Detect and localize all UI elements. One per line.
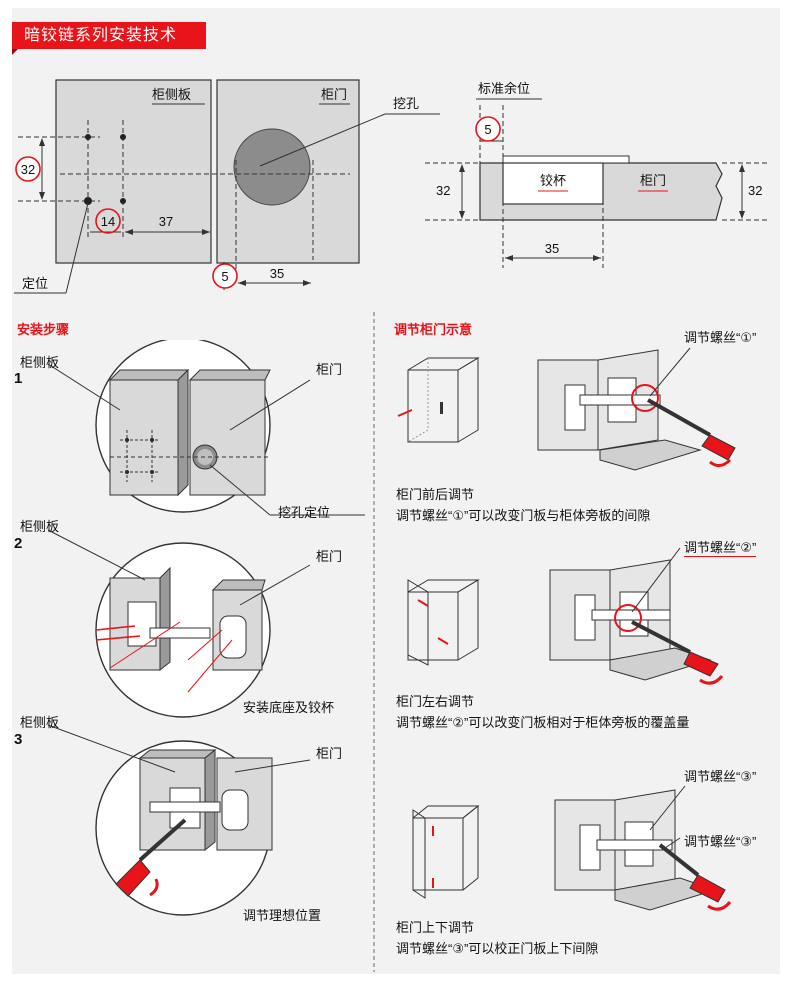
screw1-label: 调节螺丝“①” bbox=[684, 330, 757, 345]
adjust2-caption: 柜门左右调节 bbox=[396, 694, 475, 709]
section-door-label: 柜门 bbox=[640, 173, 666, 188]
screw2-label: 调节螺丝“②” bbox=[684, 537, 757, 557]
cup-hole bbox=[233, 128, 311, 206]
door-box-2 bbox=[407, 579, 480, 666]
dim-32-text: 32 bbox=[21, 162, 35, 177]
standard-margin-label: 标准余位 bbox=[478, 81, 530, 96]
step3-side-label: 柜侧板 bbox=[20, 715, 60, 730]
screw3-label: 调节螺丝“③” bbox=[684, 769, 757, 784]
screw3-label-2: 调节螺丝“③” bbox=[684, 834, 757, 849]
side-panel-label: 柜侧板 bbox=[152, 87, 191, 102]
dim-14-text: 14 bbox=[101, 214, 115, 229]
cup-top-plate bbox=[502, 155, 630, 164]
step3-number: 3 bbox=[14, 731, 23, 748]
cup-recess bbox=[502, 162, 604, 205]
locate-label: 定位 bbox=[22, 276, 48, 291]
adjust-diagrams bbox=[397, 347, 736, 911]
hinge-figure-2 bbox=[549, 547, 724, 685]
section-dim-5-text: 5 bbox=[484, 122, 491, 137]
hole-label: 挖孔 bbox=[393, 96, 419, 111]
adjust1-caption: 柜门前后调节 bbox=[396, 487, 475, 502]
hinge-figure-1 bbox=[537, 347, 736, 471]
section-dim-32-right: 32 bbox=[748, 183, 762, 198]
hinge-figure-3 bbox=[554, 785, 732, 911]
step1-door-label: 柜门 bbox=[316, 362, 343, 377]
step2-number: 2 bbox=[14, 535, 23, 552]
adjust-title: 调节柜门示意 bbox=[394, 322, 473, 337]
install-steps-title: 安装步骤 bbox=[17, 322, 70, 337]
page-title: 暗铰链系列安装技术 bbox=[12, 22, 206, 55]
step1-number: 1 bbox=[14, 370, 23, 387]
adjust2-desc: 调节螺丝“②”可以改变门板相对于柜体旁板的覆盖量 bbox=[396, 715, 690, 730]
cup-label: 铰杯 bbox=[540, 173, 566, 188]
step1-caption: 挖孔定位 bbox=[278, 505, 331, 520]
adjust1-desc: 调节螺丝“①”可以改变门板与柜体旁板的间隙 bbox=[396, 508, 651, 523]
door-box-1 bbox=[397, 357, 480, 443]
dim-5-text: 5 bbox=[221, 269, 228, 284]
side-panel bbox=[55, 79, 212, 264]
section-dim-35: 35 bbox=[545, 241, 559, 256]
section-dim-32-left: 32 bbox=[436, 183, 450, 198]
step2-caption: 安装底座及铰杯 bbox=[243, 700, 335, 715]
step2-door-label: 柜门 bbox=[316, 549, 343, 564]
step1-side-label: 柜侧板 bbox=[20, 355, 60, 370]
step3-door-label: 柜门 bbox=[316, 746, 343, 761]
adjust3-desc: 调节螺丝“③”可以校正门板上下间隙 bbox=[396, 941, 599, 956]
dim-35-text: 35 bbox=[270, 266, 284, 281]
top-drilling-diagram: 32 14 37 5 35 柜侧板 柜门 挖孔 定位 bbox=[14, 79, 770, 294]
step2-side-label: 柜侧板 bbox=[20, 519, 60, 534]
door-panel-label: 柜门 bbox=[321, 87, 347, 102]
door-box-3 bbox=[412, 804, 480, 899]
vertical-divider bbox=[373, 312, 375, 972]
dim-37-text: 37 bbox=[159, 214, 173, 229]
adjust3-caption: 柜门上下调节 bbox=[396, 920, 475, 935]
install-steps-diagram bbox=[47, 340, 365, 916]
step3-caption: 调节理想位置 bbox=[243, 908, 322, 923]
